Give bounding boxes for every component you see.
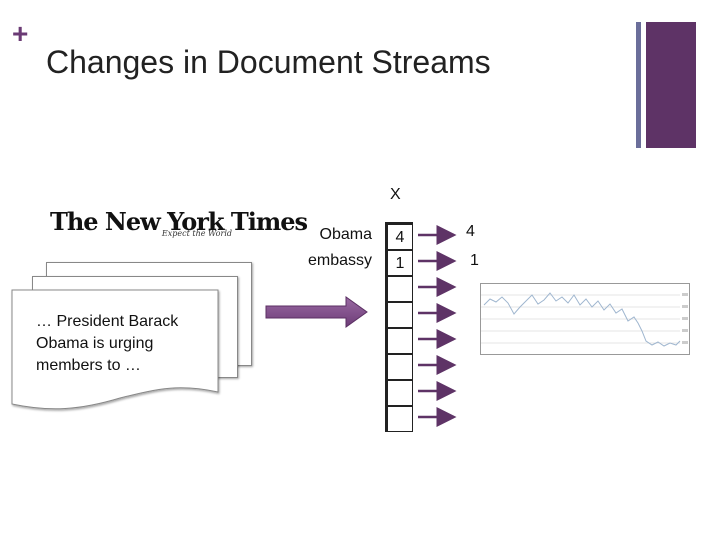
slide-title: Changes in Document Streams (46, 44, 491, 80)
slide-plus-mark: + (12, 18, 29, 49)
vector-cell (387, 380, 413, 406)
document-text: … President Barack Obama is urging membe… (36, 311, 216, 377)
vector-word-obama: Obama (319, 226, 372, 243)
vector-cell (387, 276, 413, 302)
vector-cell (387, 328, 413, 354)
document-page-front (11, 289, 219, 410)
decorative-bar-thin (636, 22, 641, 148)
nyt-logo-wordmark: The New York Times (50, 207, 308, 236)
document-text-line-1: … President Barack (36, 313, 179, 330)
nyt-logo-tagline: Expect the World (161, 229, 232, 238)
vector-cell (387, 406, 413, 432)
vector-label: X (390, 186, 401, 203)
transform-arrow (265, 296, 368, 328)
vector-cell (387, 302, 413, 328)
vector-cell (387, 354, 413, 380)
vector-cell: 4 (387, 224, 413, 250)
decorative-bar-thick (646, 22, 696, 148)
time-series-line (483, 292, 681, 347)
vector-cell: 1 (387, 250, 413, 276)
stream-output-2: 1 (470, 252, 479, 269)
stream-output-1: 4 (466, 223, 475, 240)
stream-arrows (418, 225, 457, 427)
document-text-line-2: Obama is urging (36, 335, 154, 352)
time-series-thumbnail (480, 283, 690, 355)
term-vector: 4 1 (385, 222, 413, 432)
nyt-logo: The New York Times Expect the World (50, 207, 308, 238)
document-text-line-3: members to … (36, 357, 141, 374)
vector-word-embassy: embassy (307, 252, 372, 269)
